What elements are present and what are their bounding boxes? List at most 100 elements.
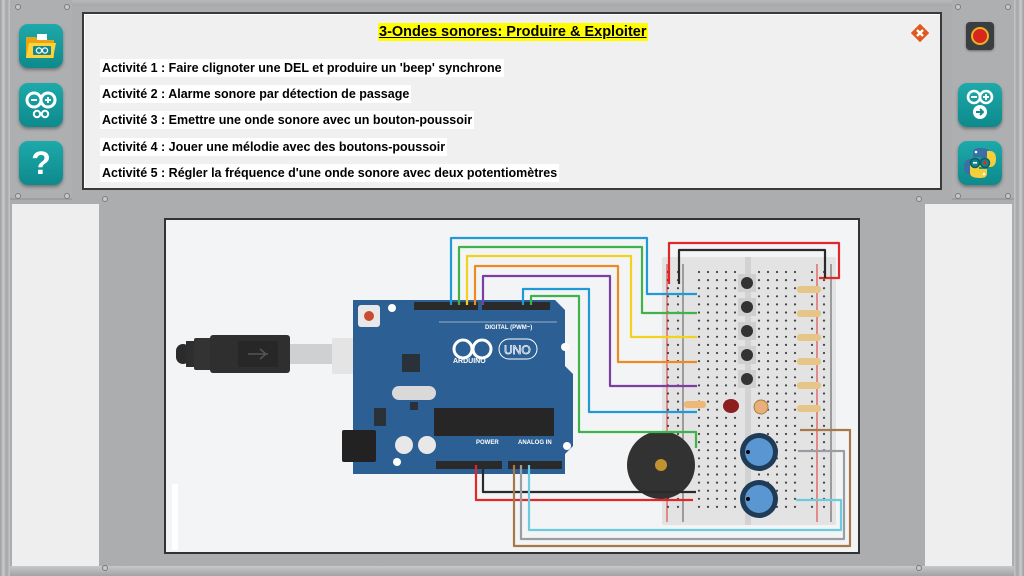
breadboard-hole: [810, 505, 814, 508]
breadboard-hole: [793, 432, 797, 436]
breadboard-hole: [706, 295, 710, 298]
breadboard-hole: [822, 279, 826, 282]
breadboard-hole: [733, 497, 737, 500]
breadboard-hole: [784, 408, 788, 411]
breadboard-hole: [715, 457, 719, 460]
breadboard-hole: [715, 376, 719, 379]
breadboard-hole: [822, 408, 826, 411]
arduino-ide-button[interactable]: [19, 83, 63, 127]
breadboard-hole: [793, 311, 797, 314]
close-diamond-icon[interactable]: [910, 23, 930, 43]
breadboard-hole: [706, 319, 710, 322]
breadboard-hole: [810, 295, 814, 298]
breadboard-hole: [793, 335, 797, 338]
activity-link-5[interactable]: Activité 5 : Régler la fréquence d'une o…: [100, 164, 560, 182]
activity-link-4[interactable]: Activité 4 : Jouer une mélodie avec des …: [100, 138, 448, 156]
breadboard-hole: [724, 351, 728, 355]
breadboard-hole: [706, 360, 710, 363]
breadboard-hole: [715, 497, 719, 500]
breadboard-hole: [822, 351, 826, 355]
breadboard-hole: [810, 392, 814, 395]
breadboard-hole: [793, 449, 797, 452]
breadboard-hole: [766, 400, 770, 403]
wires: [449, 236, 852, 548]
usb-cable: [176, 335, 384, 374]
breadboard-hole: [697, 473, 701, 476]
breadboard-hole: [757, 424, 761, 427]
breadboard-hole: [676, 319, 680, 322]
breadboard-hole: [757, 360, 761, 363]
breadboard: [662, 257, 836, 525]
breadboard-hole: [733, 473, 737, 476]
breadboard-hole: [784, 497, 788, 500]
breadboard-hole: [697, 287, 701, 290]
breadboard-hole: [784, 392, 788, 395]
breadboard-hole: [810, 279, 814, 282]
breadboard-hole: [706, 376, 710, 379]
python-arduino-icon: [964, 148, 996, 178]
breadboard-hole: [810, 473, 814, 476]
breadboard-hole: [784, 368, 788, 371]
breadboard-hole: [724, 368, 728, 371]
breadboard-hole: [793, 489, 797, 492]
screw-icon: [64, 4, 70, 10]
activity-link-3[interactable]: Activité 3 : Emettre une onde sonore ave…: [100, 111, 475, 129]
help-button[interactable]: ?: [19, 141, 63, 185]
breadboard-hole: [784, 449, 788, 452]
breadboard-hole: [706, 351, 710, 355]
breadboard-hole: [666, 424, 670, 427]
breadboard-hole: [715, 360, 719, 363]
breadboard-hole: [724, 360, 728, 363]
breadboard-hole: [784, 457, 788, 460]
breadboard-hole: [676, 368, 680, 371]
breadboard-hole: [810, 489, 814, 492]
breadboard-hole: [697, 376, 701, 379]
breadboard-hole: [775, 424, 779, 427]
breadboard-hole: [775, 408, 779, 411]
breadboard-hole: [784, 327, 788, 330]
breadboard-hole: [822, 376, 826, 379]
breadboard-hole: [706, 424, 710, 427]
activity-link-1[interactable]: Activité 1 : Faire clignoter une DEL et …: [100, 59, 504, 77]
breadboard-hole: [697, 457, 701, 460]
breadboard-hole: [724, 319, 728, 322]
python-arduino-button[interactable]: [958, 141, 1002, 185]
uno-model-label: UNO: [504, 343, 531, 357]
breadboard-hole: [766, 303, 770, 306]
breadboard-hole: [715, 368, 719, 371]
upload-arduino-button[interactable]: [958, 83, 1002, 127]
breadboard-hole: [706, 481, 710, 484]
breadboard-hole: [715, 392, 719, 395]
stop-button[interactable]: [966, 22, 994, 50]
breadboard-hole: [715, 327, 719, 330]
breadboard-hole: [697, 481, 701, 484]
breadboard-hole: [676, 424, 680, 427]
breadboard-hole: [810, 465, 814, 468]
breadboard-hole: [793, 270, 797, 274]
breadboard-hole: [793, 343, 797, 346]
stop-button-icon: [971, 27, 989, 45]
breadboard-hole: [706, 432, 710, 436]
breadboard-hole: [793, 441, 797, 444]
breadboard-hole: [666, 505, 670, 508]
activity-link-2[interactable]: Activité 2 : Alarme sonore par détection…: [100, 85, 412, 103]
breadboard-hole: [724, 384, 728, 387]
breadboard-hole: [715, 270, 719, 274]
breadboard-hole: [697, 295, 701, 298]
circuit-canvas[interactable]: DIGITAL (PWM~) ARDUINO UNO POWER ANALOG …: [164, 218, 860, 554]
breadboard-hole: [715, 335, 719, 338]
open-arduino-folder-button[interactable]: [19, 24, 63, 68]
breadboard-hole: [766, 424, 770, 427]
breadboard-hole: [706, 497, 710, 500]
breadboard-hole: [724, 295, 728, 298]
breadboard-hole: [715, 416, 719, 419]
breadboard-hole: [733, 295, 737, 298]
breadboard-hole: [697, 270, 701, 274]
breadboard-hole: [766, 279, 770, 282]
breadboard-hole: [697, 303, 701, 306]
breadboard-hole: [733, 449, 737, 452]
breadboard-hole: [697, 408, 701, 411]
breadboard-hole: [822, 473, 826, 476]
breadboard-hole: [724, 303, 728, 306]
breadboard-hole: [733, 360, 737, 363]
